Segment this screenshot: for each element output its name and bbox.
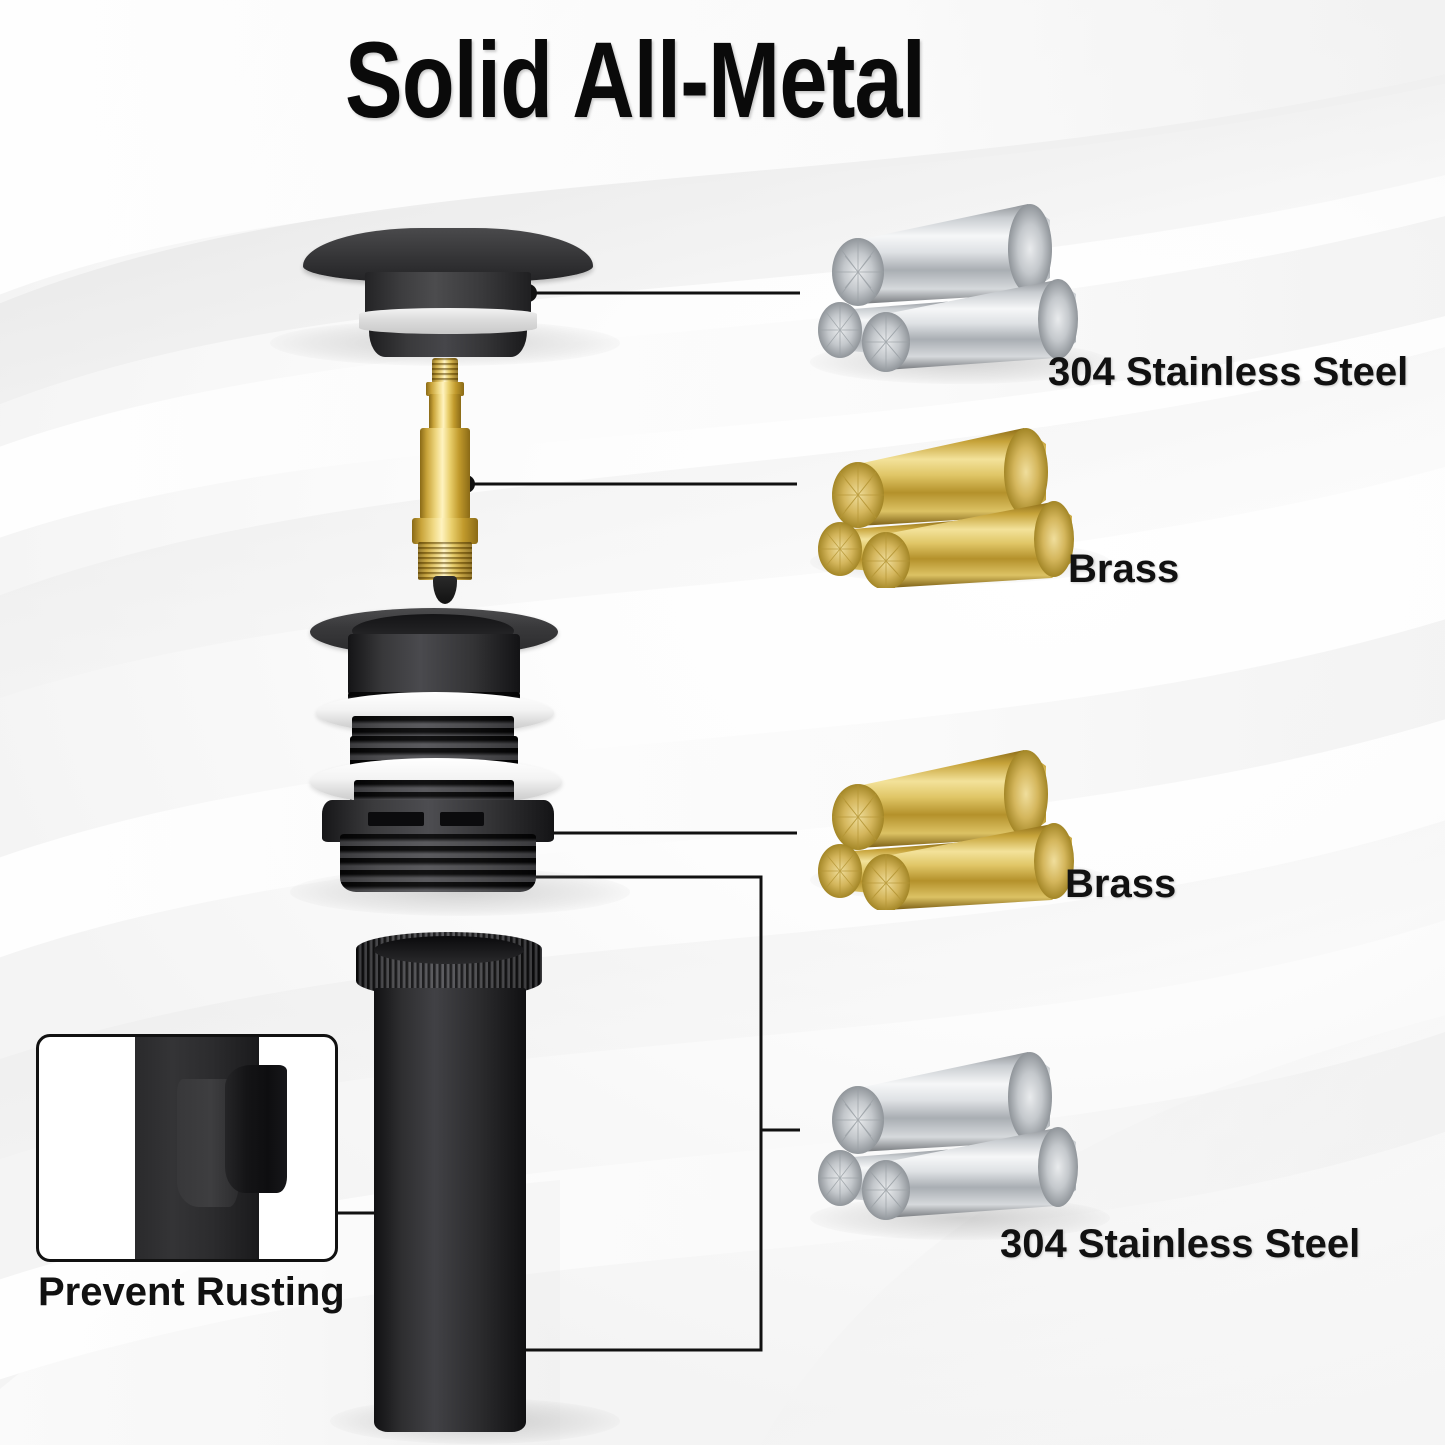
part-stopper-cap [303,228,593,363]
label-brass-bottom: Brass [1065,862,1177,906]
page-title: Solid All-Metal [345,19,926,140]
label-stainless-steel-bottom: 304 Stainless Steel [1000,1222,1361,1266]
stopper-cap-gasket [359,308,537,334]
label-prevent-rusting: Prevent Rusting [38,1270,345,1314]
drain-body-notch-right [440,812,484,826]
lift-rod-body [420,428,470,520]
lift-rod-lower-thread [418,542,472,580]
drain-body-notch-left [368,812,424,826]
bundle-stainless-steel-top [818,204,1078,372]
brass-rod-front [862,823,1074,910]
lift-rod-collar [412,518,478,544]
steel-rod-front [862,279,1078,372]
part-drain-body [310,608,580,898]
stopper-cap-neck [365,272,531,314]
prevent-rusting-inset [36,1034,338,1262]
bundle-brass-bottom [818,750,1074,910]
steel-rod-front [862,1127,1078,1220]
brass-rod-back [832,428,1048,528]
inset-coating-peel-flap [225,1065,287,1193]
label-stainless-steel-top: 304 Stainless Steel [1048,350,1409,394]
steel-rod-back [832,204,1052,306]
bundle-stainless-steel-bottom [818,1052,1078,1220]
tailpiece-collar-opening [374,936,524,964]
label-brass-top: Brass [1068,547,1180,591]
bundle-brass-top [818,428,1074,588]
lift-rod-shoulder-top [426,382,464,396]
part-lift-rod [404,358,514,604]
drain-body-upper-barrel [348,634,520,696]
steel-rod-back [832,1052,1052,1154]
lift-rod-upper-shaft [429,394,461,430]
brass-rod-front [862,501,1074,588]
lift-rod-top-thread [432,358,458,384]
tailpiece-body [374,988,526,1432]
part-tailpiece-tube [350,932,550,1432]
drain-body-bottom-threads [340,834,536,892]
brass-rod-back [832,750,1048,850]
